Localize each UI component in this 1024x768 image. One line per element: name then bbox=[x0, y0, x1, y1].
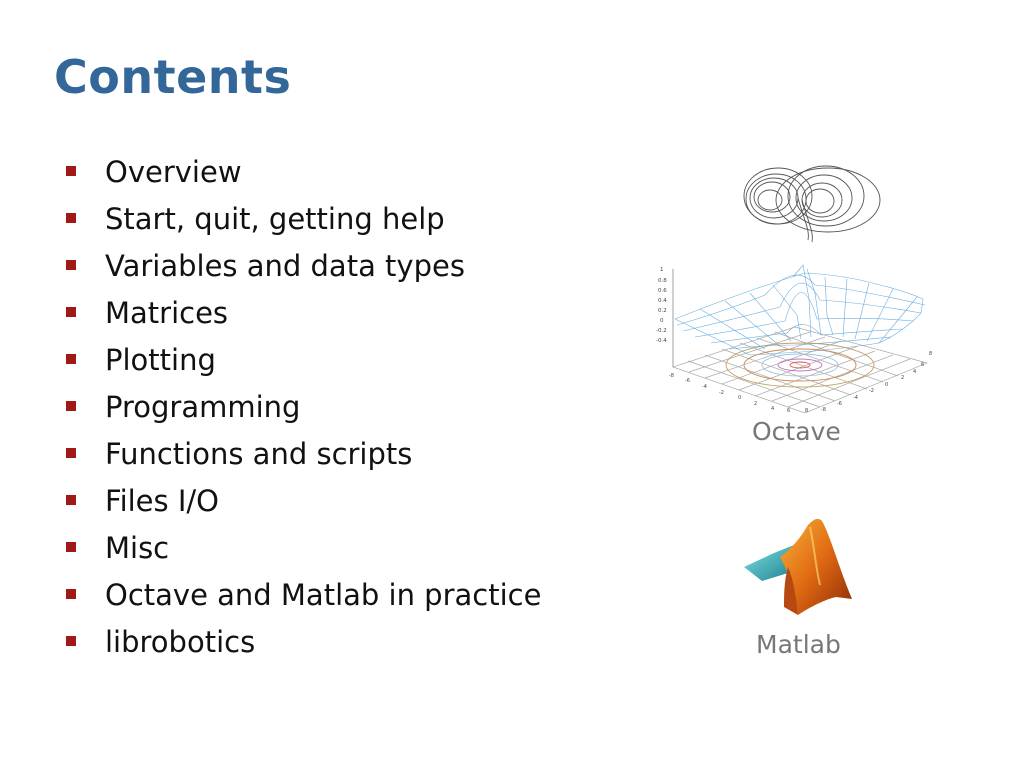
list-item-label: Programming bbox=[105, 390, 301, 424]
list-item-label: Misc bbox=[105, 531, 170, 565]
list-item: Plotting bbox=[62, 340, 541, 387]
bullet-square-icon bbox=[66, 495, 76, 505]
contents-list: Overview Start, quit, getting help Varia… bbox=[62, 152, 541, 669]
bullet-square-icon bbox=[66, 448, 76, 458]
y-tick-label: 6 bbox=[921, 362, 924, 368]
bullet-square-icon bbox=[66, 542, 76, 552]
list-item: librobotics bbox=[62, 622, 541, 669]
bullet-square-icon bbox=[66, 260, 76, 270]
list-item: Misc bbox=[62, 528, 541, 575]
y-tick-label: 0 bbox=[885, 382, 888, 388]
z-tick-label: 0.4 bbox=[658, 298, 667, 304]
z-tick-label: -0.4 bbox=[656, 338, 667, 344]
z-tick-label: 0.8 bbox=[658, 278, 667, 284]
x-tick-label: -6 bbox=[685, 378, 690, 384]
list-item-label: Variables and data types bbox=[105, 249, 465, 283]
matlab-logo-icon bbox=[744, 518, 852, 615]
list-item: Octave and Matlab in practice bbox=[62, 575, 541, 622]
octave-caption: Octave bbox=[752, 417, 841, 446]
y-tick-label: -4 bbox=[853, 395, 858, 401]
bullet-square-icon bbox=[66, 401, 76, 411]
x-tick-label: 2 bbox=[754, 401, 757, 407]
list-item-label: librobotics bbox=[105, 625, 256, 659]
bullet-square-icon bbox=[66, 307, 76, 317]
list-item: Start, quit, getting help bbox=[62, 199, 541, 246]
y-tick-label: -8 bbox=[821, 407, 826, 413]
z-tick-label: 0.2 bbox=[658, 308, 667, 314]
x-tick-label: 6 bbox=[787, 408, 790, 413]
y-tick-label: 2 bbox=[901, 375, 904, 381]
list-item-label: Plotting bbox=[105, 343, 216, 377]
z-tick-label: -0.2 bbox=[656, 328, 667, 334]
y-tick-label: -2 bbox=[869, 388, 874, 394]
x-tick-label: 4 bbox=[771, 406, 774, 412]
list-item-label: Files I/O bbox=[105, 484, 220, 518]
y-tick-label: -6 bbox=[837, 401, 842, 407]
list-item: Functions and scripts bbox=[62, 434, 541, 481]
matlab-caption: Matlab bbox=[756, 630, 841, 659]
bullet-square-icon bbox=[66, 166, 76, 176]
list-item-label: Start, quit, getting help bbox=[105, 202, 445, 236]
mesh-plot-image: 1 0.8 0.6 0.4 0.2 0 -0.2 -0.4 -8 -6 -4 bbox=[655, 255, 940, 413]
list-item-label: Octave and Matlab in practice bbox=[105, 578, 542, 612]
z-tick-label: 1 bbox=[660, 267, 664, 273]
bullet-square-icon bbox=[66, 213, 76, 223]
list-item: Matrices bbox=[62, 293, 541, 340]
x-tick-label: 0 bbox=[738, 395, 741, 401]
x-tick-label: 8 bbox=[805, 408, 808, 413]
bullet-square-icon bbox=[66, 589, 76, 599]
x-tick-label: -8 bbox=[669, 373, 674, 379]
x-tick-label: -2 bbox=[719, 390, 724, 396]
list-item-label: Overview bbox=[105, 155, 242, 189]
list-item: Files I/O bbox=[62, 481, 541, 528]
slide-title: Contents bbox=[54, 50, 292, 104]
lorenz-attractor-image bbox=[743, 165, 881, 243]
list-item: Variables and data types bbox=[62, 246, 541, 293]
x-tick-label: -4 bbox=[702, 384, 707, 390]
y-tick-label: 8 bbox=[929, 351, 932, 357]
list-item: Programming bbox=[62, 387, 541, 434]
y-tick-label: 4 bbox=[913, 369, 916, 375]
z-tick-label: 0.6 bbox=[658, 288, 667, 294]
list-item-label: Matrices bbox=[105, 296, 229, 330]
bullet-square-icon bbox=[66, 636, 76, 646]
list-item: Overview bbox=[62, 152, 541, 199]
list-item-label: Functions and scripts bbox=[105, 437, 413, 471]
bullet-square-icon bbox=[66, 354, 76, 364]
z-tick-label: 0 bbox=[660, 318, 664, 324]
